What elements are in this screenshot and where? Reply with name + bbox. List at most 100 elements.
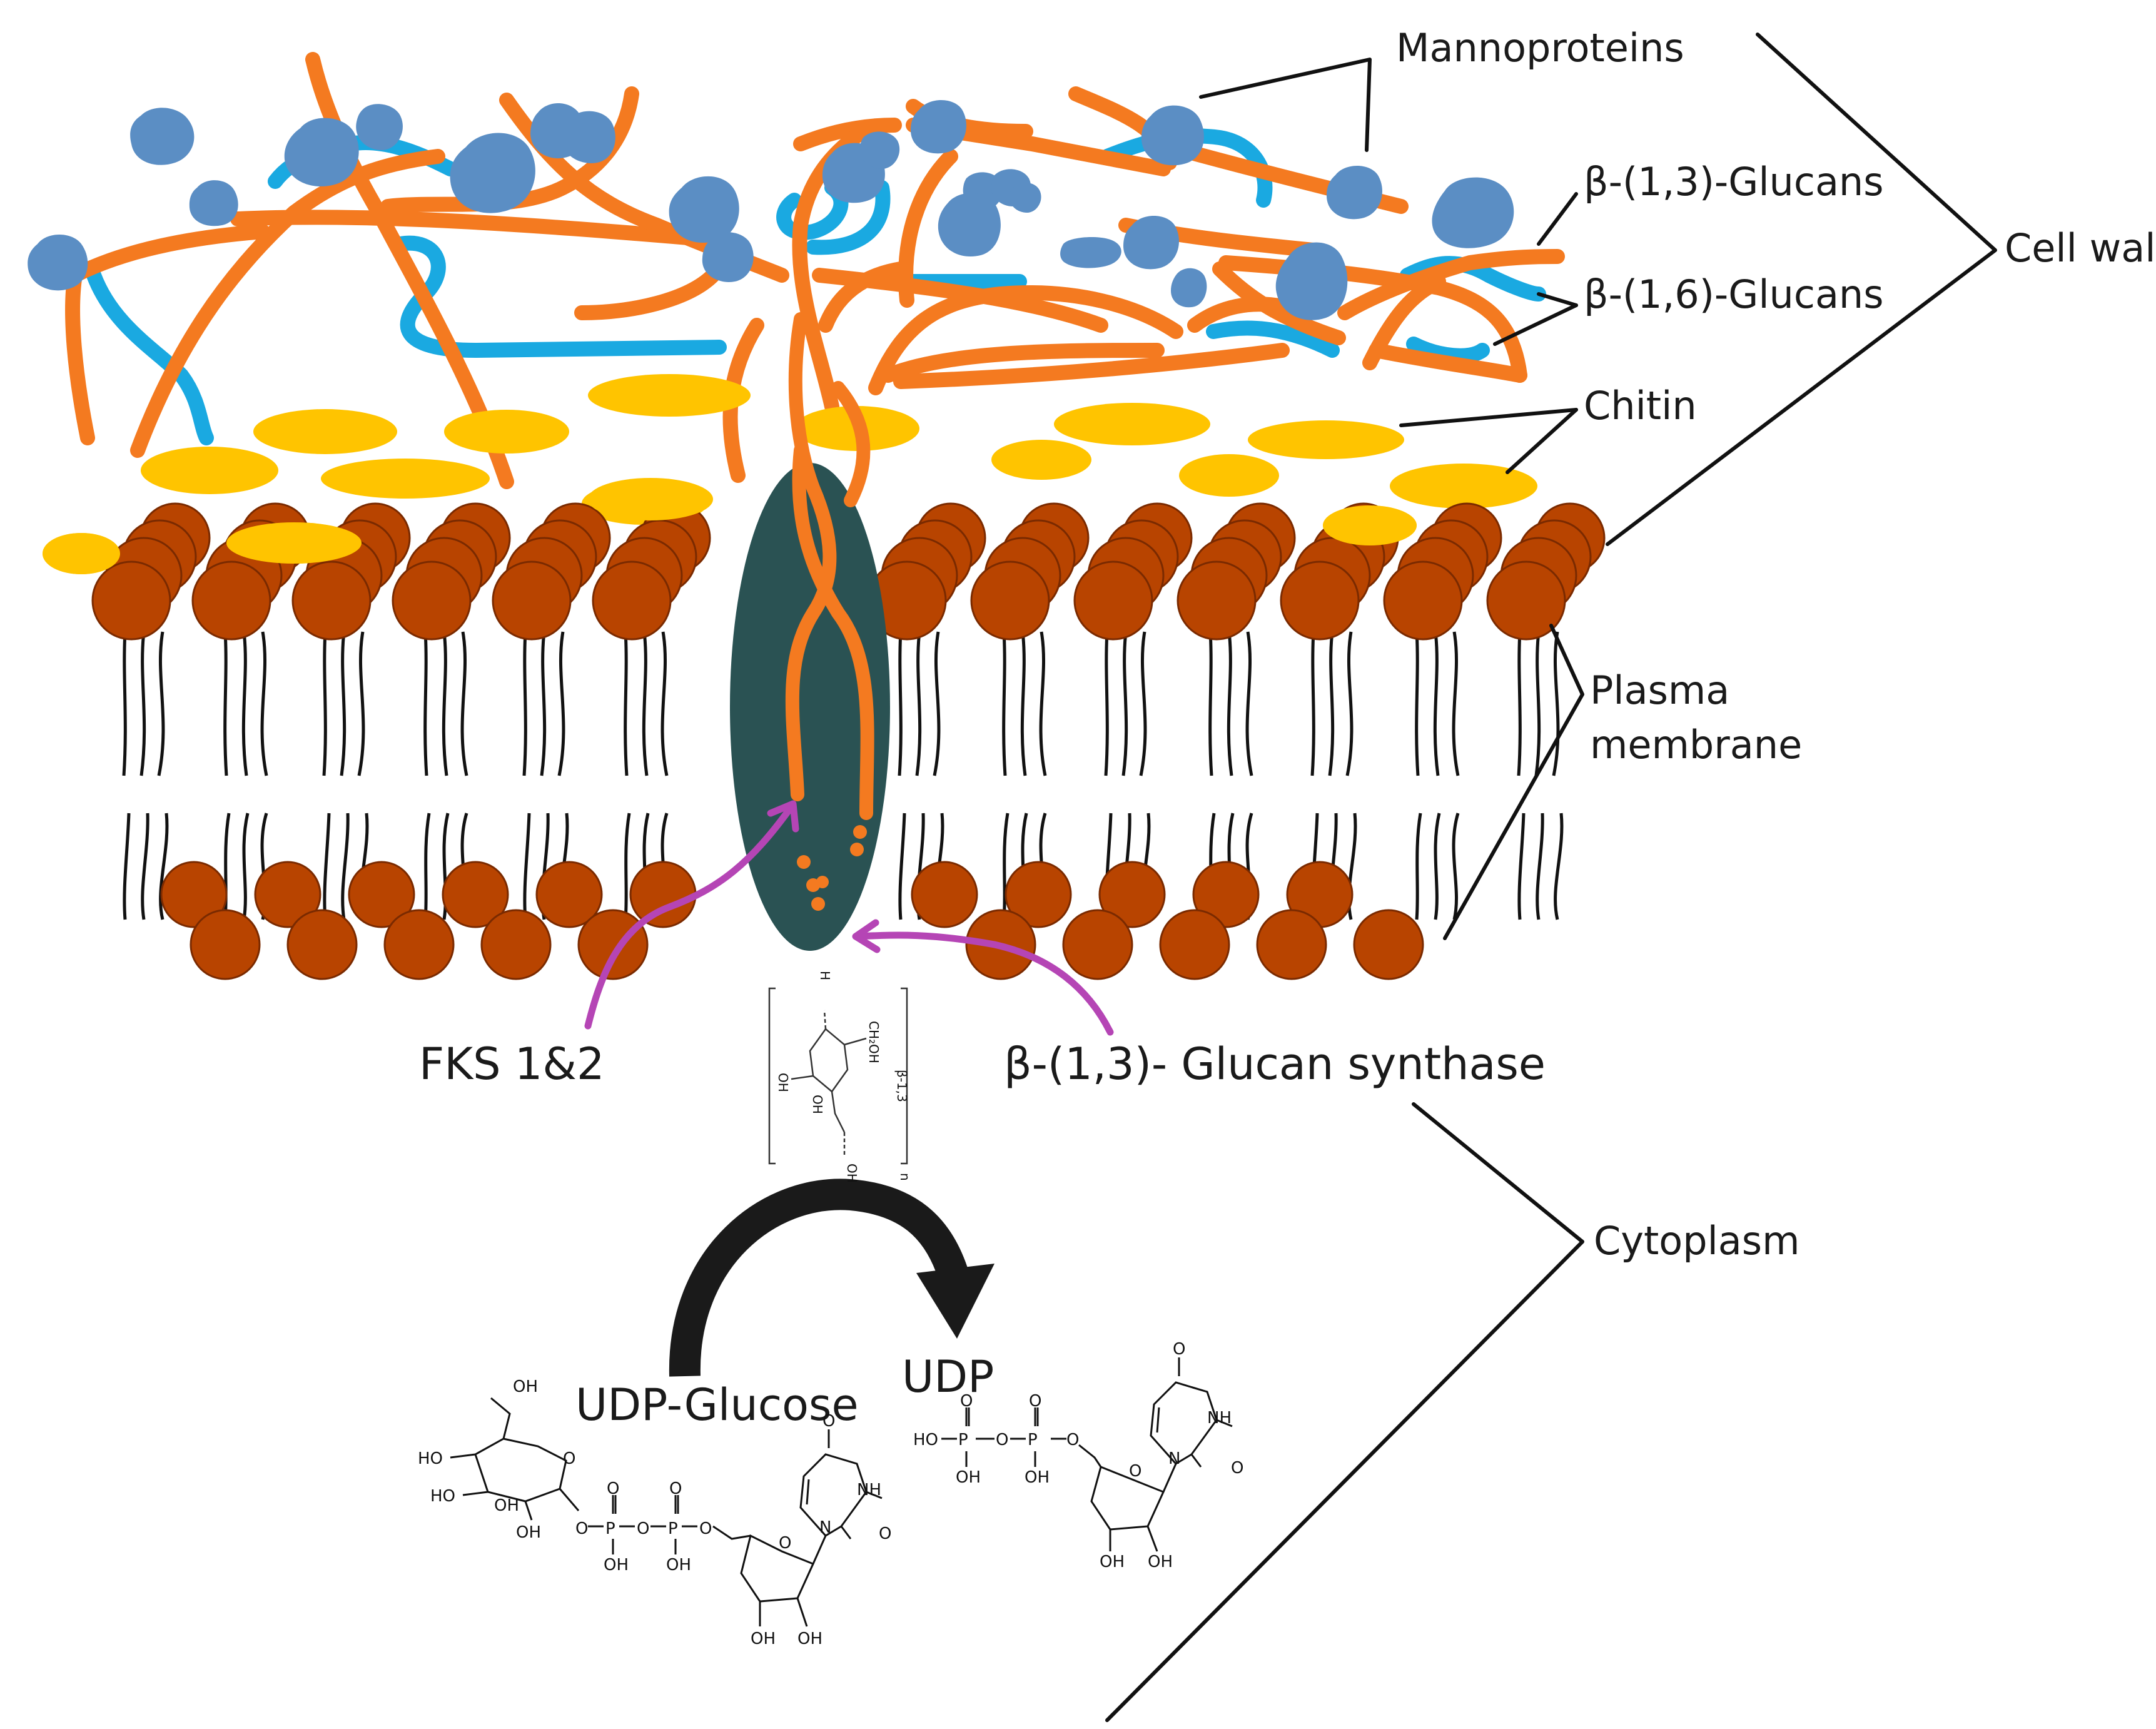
beta-1-3-glucan-fiber (898, 149, 958, 308)
mannoprotein-blob (1171, 268, 1207, 308)
udp-glucose-structure: OH HO HO OH OH O O P O OH O P O OH O O O… (418, 1377, 891, 1648)
fks-transmembrane-protein (730, 463, 890, 951)
lipid-tail (241, 631, 248, 776)
svg-text:OH: OH (1100, 1553, 1125, 1571)
beta-1-3-leader (1537, 192, 1578, 246)
mannoprotein-blob (563, 111, 615, 163)
udp-structure: HO P O OH O P O OH O O OH OH N O NH O (913, 1340, 1243, 1571)
svg-text:HO: HO (430, 1487, 455, 1506)
nascent-glucan-chain (785, 312, 837, 801)
svg-text:OH: OH (776, 1073, 791, 1092)
mannoprotein-blob (1141, 105, 1204, 166)
beta-1-3-glucan-fiber (868, 285, 1183, 395)
beta-1-3-glucan-fiber (230, 210, 696, 245)
lipid-head (254, 861, 321, 928)
lipid-head (1098, 861, 1166, 928)
svg-text:OH: OH (516, 1523, 541, 1542)
chitin-ellipse (321, 459, 490, 499)
svg-text:NH: NH (1207, 1409, 1232, 1427)
mannoprotein-blob (702, 232, 754, 282)
lipid-tail (522, 631, 527, 776)
lipid-tail (642, 631, 649, 776)
beta-1-3-glucan-fiber (893, 343, 1290, 389)
svg-text:HO: HO (418, 1449, 443, 1468)
beta-1-3-glucan-fiber (1187, 297, 1290, 333)
lipid-tail (1104, 631, 1109, 776)
lipid-tail (557, 631, 565, 776)
beta-1-6-glucan-fiber (776, 180, 849, 240)
beta-1-3-glucan-fiber (380, 86, 639, 214)
lipid-head (1383, 560, 1463, 641)
lipid-tail (122, 631, 127, 776)
svg-text:O: O (1231, 1459, 1243, 1478)
lipid-tail (323, 813, 331, 920)
lipid-tail (223, 631, 228, 776)
svg-text:HO: HO (913, 1431, 938, 1449)
lipid-tail (1452, 631, 1460, 776)
beta-1-3-glucan-fibers (65, 52, 1565, 489)
svg-text:O: O (1029, 1392, 1041, 1411)
svg-text:OH: OH (810, 1095, 825, 1114)
cell-wall-bracket (1606, 33, 1997, 546)
lipid-head (1177, 560, 1257, 641)
label-beta-1-6-glucans: β-(1,6)-Glucans (1584, 271, 1884, 317)
label-fks: FKS 1&2 (419, 1038, 605, 1090)
svg-text:N: N (819, 1518, 831, 1537)
magenta-arrows (584, 800, 1114, 1036)
chitin-ellipse (1179, 454, 1279, 497)
svg-text:CH₂OH: CH₂OH (866, 1021, 881, 1063)
lipid-head (1486, 560, 1566, 641)
svg-text:H: H (817, 971, 833, 980)
lipid-tail (1139, 631, 1147, 776)
label-mannoproteins: Mannoproteins (1396, 25, 1684, 71)
svg-text:OH: OH (797, 1630, 822, 1648)
lipid-tail (1121, 631, 1128, 776)
labels: Mannoproteins β-(1,3)-Glucans β-(1,6)-Gl… (419, 25, 2156, 1431)
chitin-ellipse (991, 440, 1091, 480)
label-cell-wall: Cell wall (2005, 225, 2156, 271)
svg-text:O: O (822, 1412, 835, 1431)
mannoprotein-blob (1327, 166, 1382, 220)
lipid-tail (660, 631, 669, 776)
lipid-head (1192, 861, 1260, 928)
svg-text:OH: OH (494, 1496, 519, 1515)
lipid-head (480, 909, 552, 980)
chitin-ellipse (444, 410, 569, 454)
mannoproteins-leader (1199, 58, 1372, 152)
lipid-head (392, 560, 472, 641)
lipid-tail (139, 631, 146, 776)
cell-wall-layer (28, 52, 1565, 574)
lipid-tail (624, 813, 631, 920)
chitin-ellipse (1054, 403, 1210, 445)
lipid-tail (242, 813, 250, 920)
beta-1-3-glucan-fiber (793, 118, 902, 151)
mannoprotein-blob (189, 180, 238, 226)
lipid-head (1159, 909, 1230, 980)
glucose-unit (850, 843, 864, 856)
beta-1-3-glucan-fiber (881, 343, 1165, 383)
lipid-head (911, 861, 978, 928)
beta-1-6-glucan-fiber (1406, 337, 1490, 363)
beta-1-6-glucan-fiber (1206, 320, 1340, 358)
mannoprotein-blob (1432, 177, 1514, 248)
svg-text:OH: OH (956, 1468, 981, 1487)
lipid-tail (1517, 631, 1522, 776)
chitin-leader-b (1506, 408, 1578, 474)
fks-pointer-arrow-head (767, 800, 799, 833)
svg-text:β-1,3: β-1,3 (894, 1070, 909, 1102)
svg-text:OH: OH (604, 1556, 629, 1574)
lipid-head (191, 560, 271, 641)
lipid-tail (1554, 813, 1564, 920)
beta-1-3-glucan-fiber (818, 261, 908, 333)
glucose-unit (811, 897, 825, 911)
lipid-tail (915, 631, 922, 776)
chitin-ellipse (1248, 420, 1404, 459)
lipid-tail (141, 813, 149, 920)
mannoprotein-blob (911, 100, 966, 154)
svg-text:NH: NH (857, 1481, 881, 1499)
lipid-tail (123, 813, 131, 920)
svg-text:P: P (1028, 1431, 1038, 1449)
annotation-lines (1105, 33, 1997, 1722)
fks-pointer-arrow (584, 803, 795, 1030)
lipid-tail (1517, 813, 1526, 920)
